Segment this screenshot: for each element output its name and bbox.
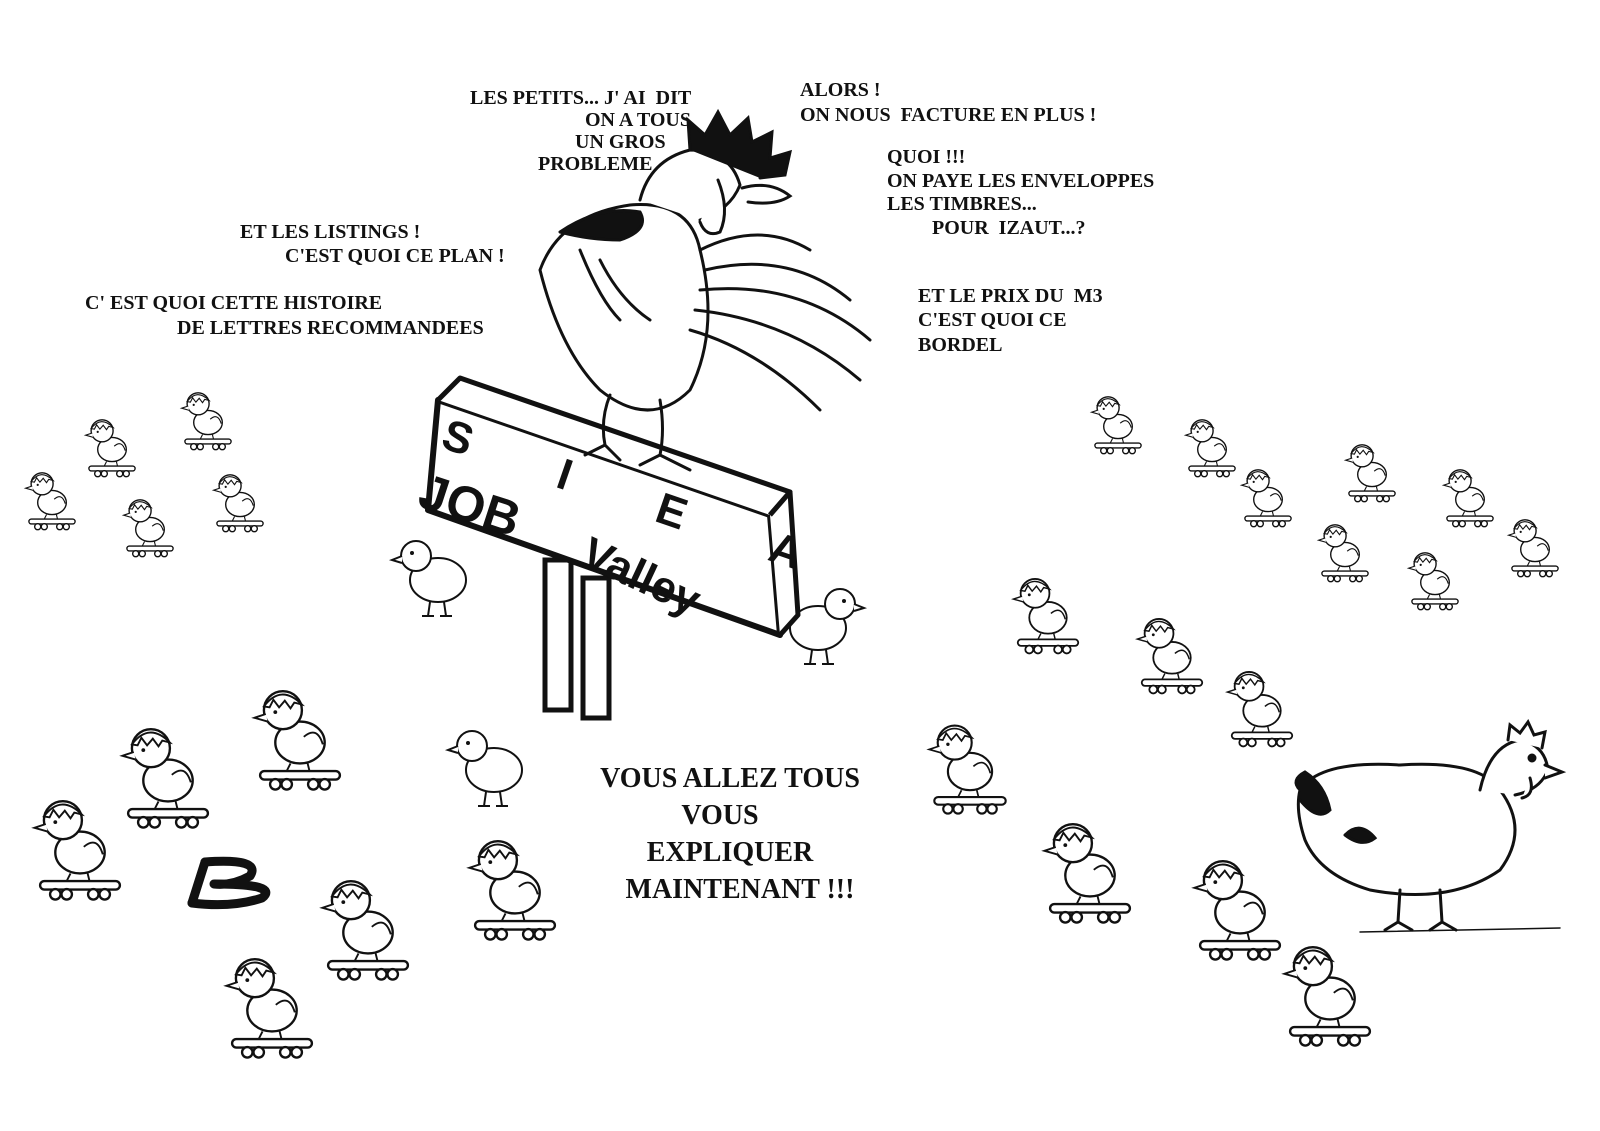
rooster bbox=[538, 108, 872, 472]
speech-quoi-4: POUR IZAUT...? bbox=[932, 217, 1086, 239]
speech-explain-1: VOUS ALLEZ TOUS bbox=[600, 763, 860, 794]
speech-recommandees-2: DE LETTRES RECOMMANDEES bbox=[177, 317, 484, 339]
skateboarding-chick bbox=[1012, 578, 1080, 655]
skateboarding-chick bbox=[33, 800, 122, 901]
speech-quoi-1: QUOI !!! bbox=[887, 146, 966, 168]
skateboarding-chick bbox=[1507, 519, 1559, 578]
skateboarding-chick bbox=[24, 472, 76, 531]
speech-prix-1: ET LE PRIX DU M3 bbox=[918, 285, 1103, 307]
skateboarding-chick bbox=[253, 690, 342, 791]
speech-listings-2: C'EST QUOI CE PLAN ! bbox=[285, 245, 505, 267]
skateboarding-chick bbox=[1442, 469, 1494, 528]
skateboarding-chick bbox=[84, 419, 136, 478]
skateboarding-chick bbox=[1193, 860, 1282, 961]
speech-les-petits-2: ON A TOUS bbox=[585, 109, 691, 131]
skateboarding-chick bbox=[1240, 469, 1292, 528]
baby-chick bbox=[789, 588, 865, 665]
speech-listings-1: ET LES LISTINGS ! bbox=[240, 221, 421, 243]
skateboarding-chick bbox=[1283, 946, 1372, 1047]
speech-explain: VOUS ALLEZ TOUS VOUS EXPLIQUER MAINTENAN… bbox=[560, 760, 900, 908]
speech-prix-2: C'EST QUOI CE bbox=[918, 309, 1067, 331]
skateboarding-chick bbox=[1090, 396, 1142, 455]
signpost bbox=[425, 375, 801, 721]
skateboarding-chick bbox=[121, 728, 210, 829]
speech-alors-1: ALORS ! bbox=[800, 79, 881, 101]
skateboarding-chick bbox=[468, 840, 557, 941]
skateboarding-chick bbox=[1136, 618, 1204, 695]
skateboarding-chick bbox=[225, 958, 314, 1059]
skateboarding-chick bbox=[1226, 671, 1294, 748]
speech-les-petits-3: UN GROS bbox=[575, 131, 666, 153]
skateboarding-chick bbox=[180, 392, 232, 451]
skateboarding-chick bbox=[1317, 524, 1369, 583]
speech-les-petits-4: PROBLEME bbox=[538, 153, 653, 175]
speech-explain-4: MAINTENANT !!! bbox=[625, 874, 855, 905]
skateboarding-chick bbox=[1184, 419, 1236, 478]
speech-quoi-2: ON PAYE LES ENVELOPPES bbox=[887, 170, 1155, 192]
marker-letter-b bbox=[187, 856, 271, 910]
speech-quoi-3: LES TIMBRES... bbox=[887, 193, 1037, 215]
speech-prix-3: BORDEL bbox=[918, 334, 1003, 356]
skateboarding-chick bbox=[212, 474, 264, 533]
speech-recommandees-1: C' EST QUOI CETTE HISTOIRE bbox=[85, 292, 383, 314]
hen bbox=[1294, 719, 1567, 933]
speech-alors-2: ON NOUS FACTURE EN PLUS ! bbox=[800, 104, 1097, 126]
speech-les-petits-1: LES PETITS... J' AI DIT bbox=[470, 87, 692, 109]
speech-explain-2: VOUS bbox=[681, 800, 759, 831]
baby-chick bbox=[447, 730, 523, 807]
skateboarding-chick bbox=[122, 499, 174, 558]
speech-explain-3: EXPLIQUER bbox=[646, 837, 814, 868]
skateboarding-chick bbox=[1407, 552, 1459, 611]
skateboarding-chick bbox=[928, 724, 1007, 815]
skateboarding-chick bbox=[1043, 823, 1132, 924]
skateboarding-chick bbox=[321, 880, 410, 981]
baby-chick bbox=[391, 540, 467, 617]
skateboarding-chick bbox=[1344, 444, 1396, 503]
